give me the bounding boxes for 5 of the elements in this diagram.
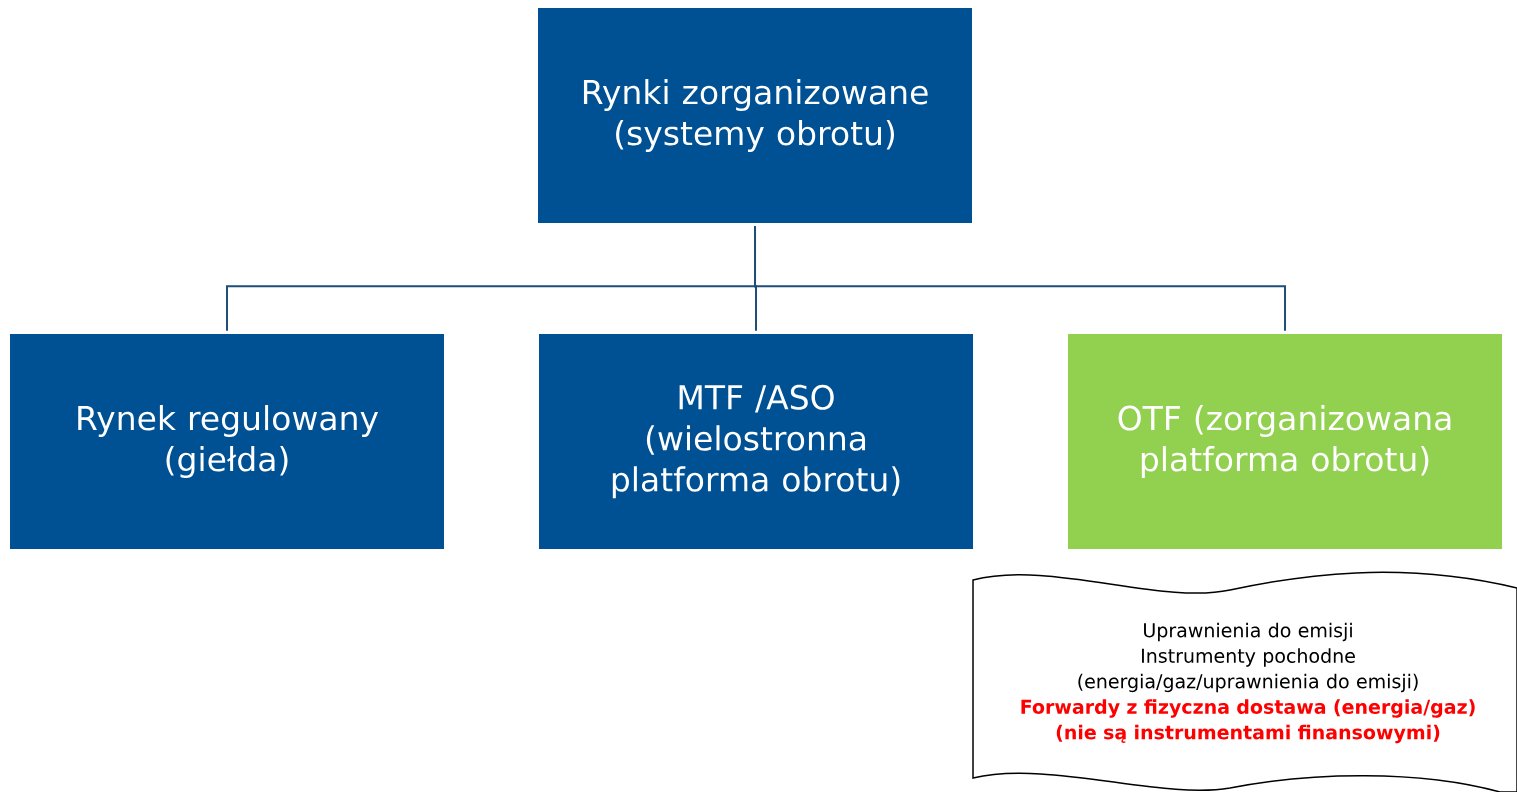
box: OTF (zorganizowana platforma obrotu)	[1068, 334, 1502, 549]
connector	[754, 225, 1286, 332]
box: Rynki zorganizowane (systemy obrotu)	[538, 8, 972, 223]
box: MTF /ASO (wielostronna platforma obrotu)	[539, 334, 973, 549]
box: Rynek regulowany (giełda)	[10, 334, 444, 549]
